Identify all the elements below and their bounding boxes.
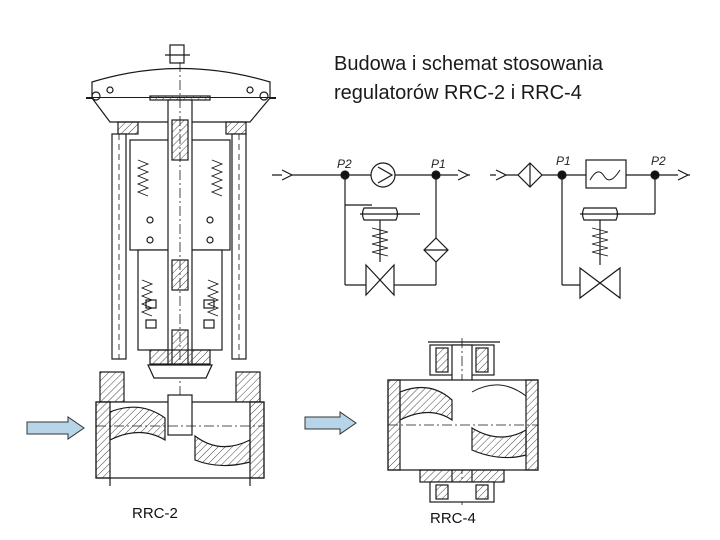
rrc2-label-p1: P1	[431, 157, 446, 171]
rrc4-flow-arrow	[304, 411, 357, 435]
rrc2-label-p2: P2	[337, 157, 352, 171]
rrc4-schematic	[490, 159, 690, 300]
rrc4-label-p2: P2	[651, 154, 666, 168]
rrc4-drawing	[387, 338, 539, 505]
title-line-2: regulatorów RRC-2 i RRC-4	[334, 82, 582, 104]
rrc2-flow-arrow	[26, 416, 85, 440]
rrc2-drawing	[86, 44, 276, 486]
caption-rrc2: RRC-2	[132, 505, 178, 522]
slide-title: Budowa i schemat stosowania regulatorów …	[334, 50, 704, 108]
title-line-1: Budowa i schemat stosowania	[334, 53, 604, 75]
rrc2-schematic	[272, 162, 470, 297]
caption-rrc4: RRC-4	[430, 510, 476, 527]
rrc4-label-p1: P1	[556, 154, 571, 168]
